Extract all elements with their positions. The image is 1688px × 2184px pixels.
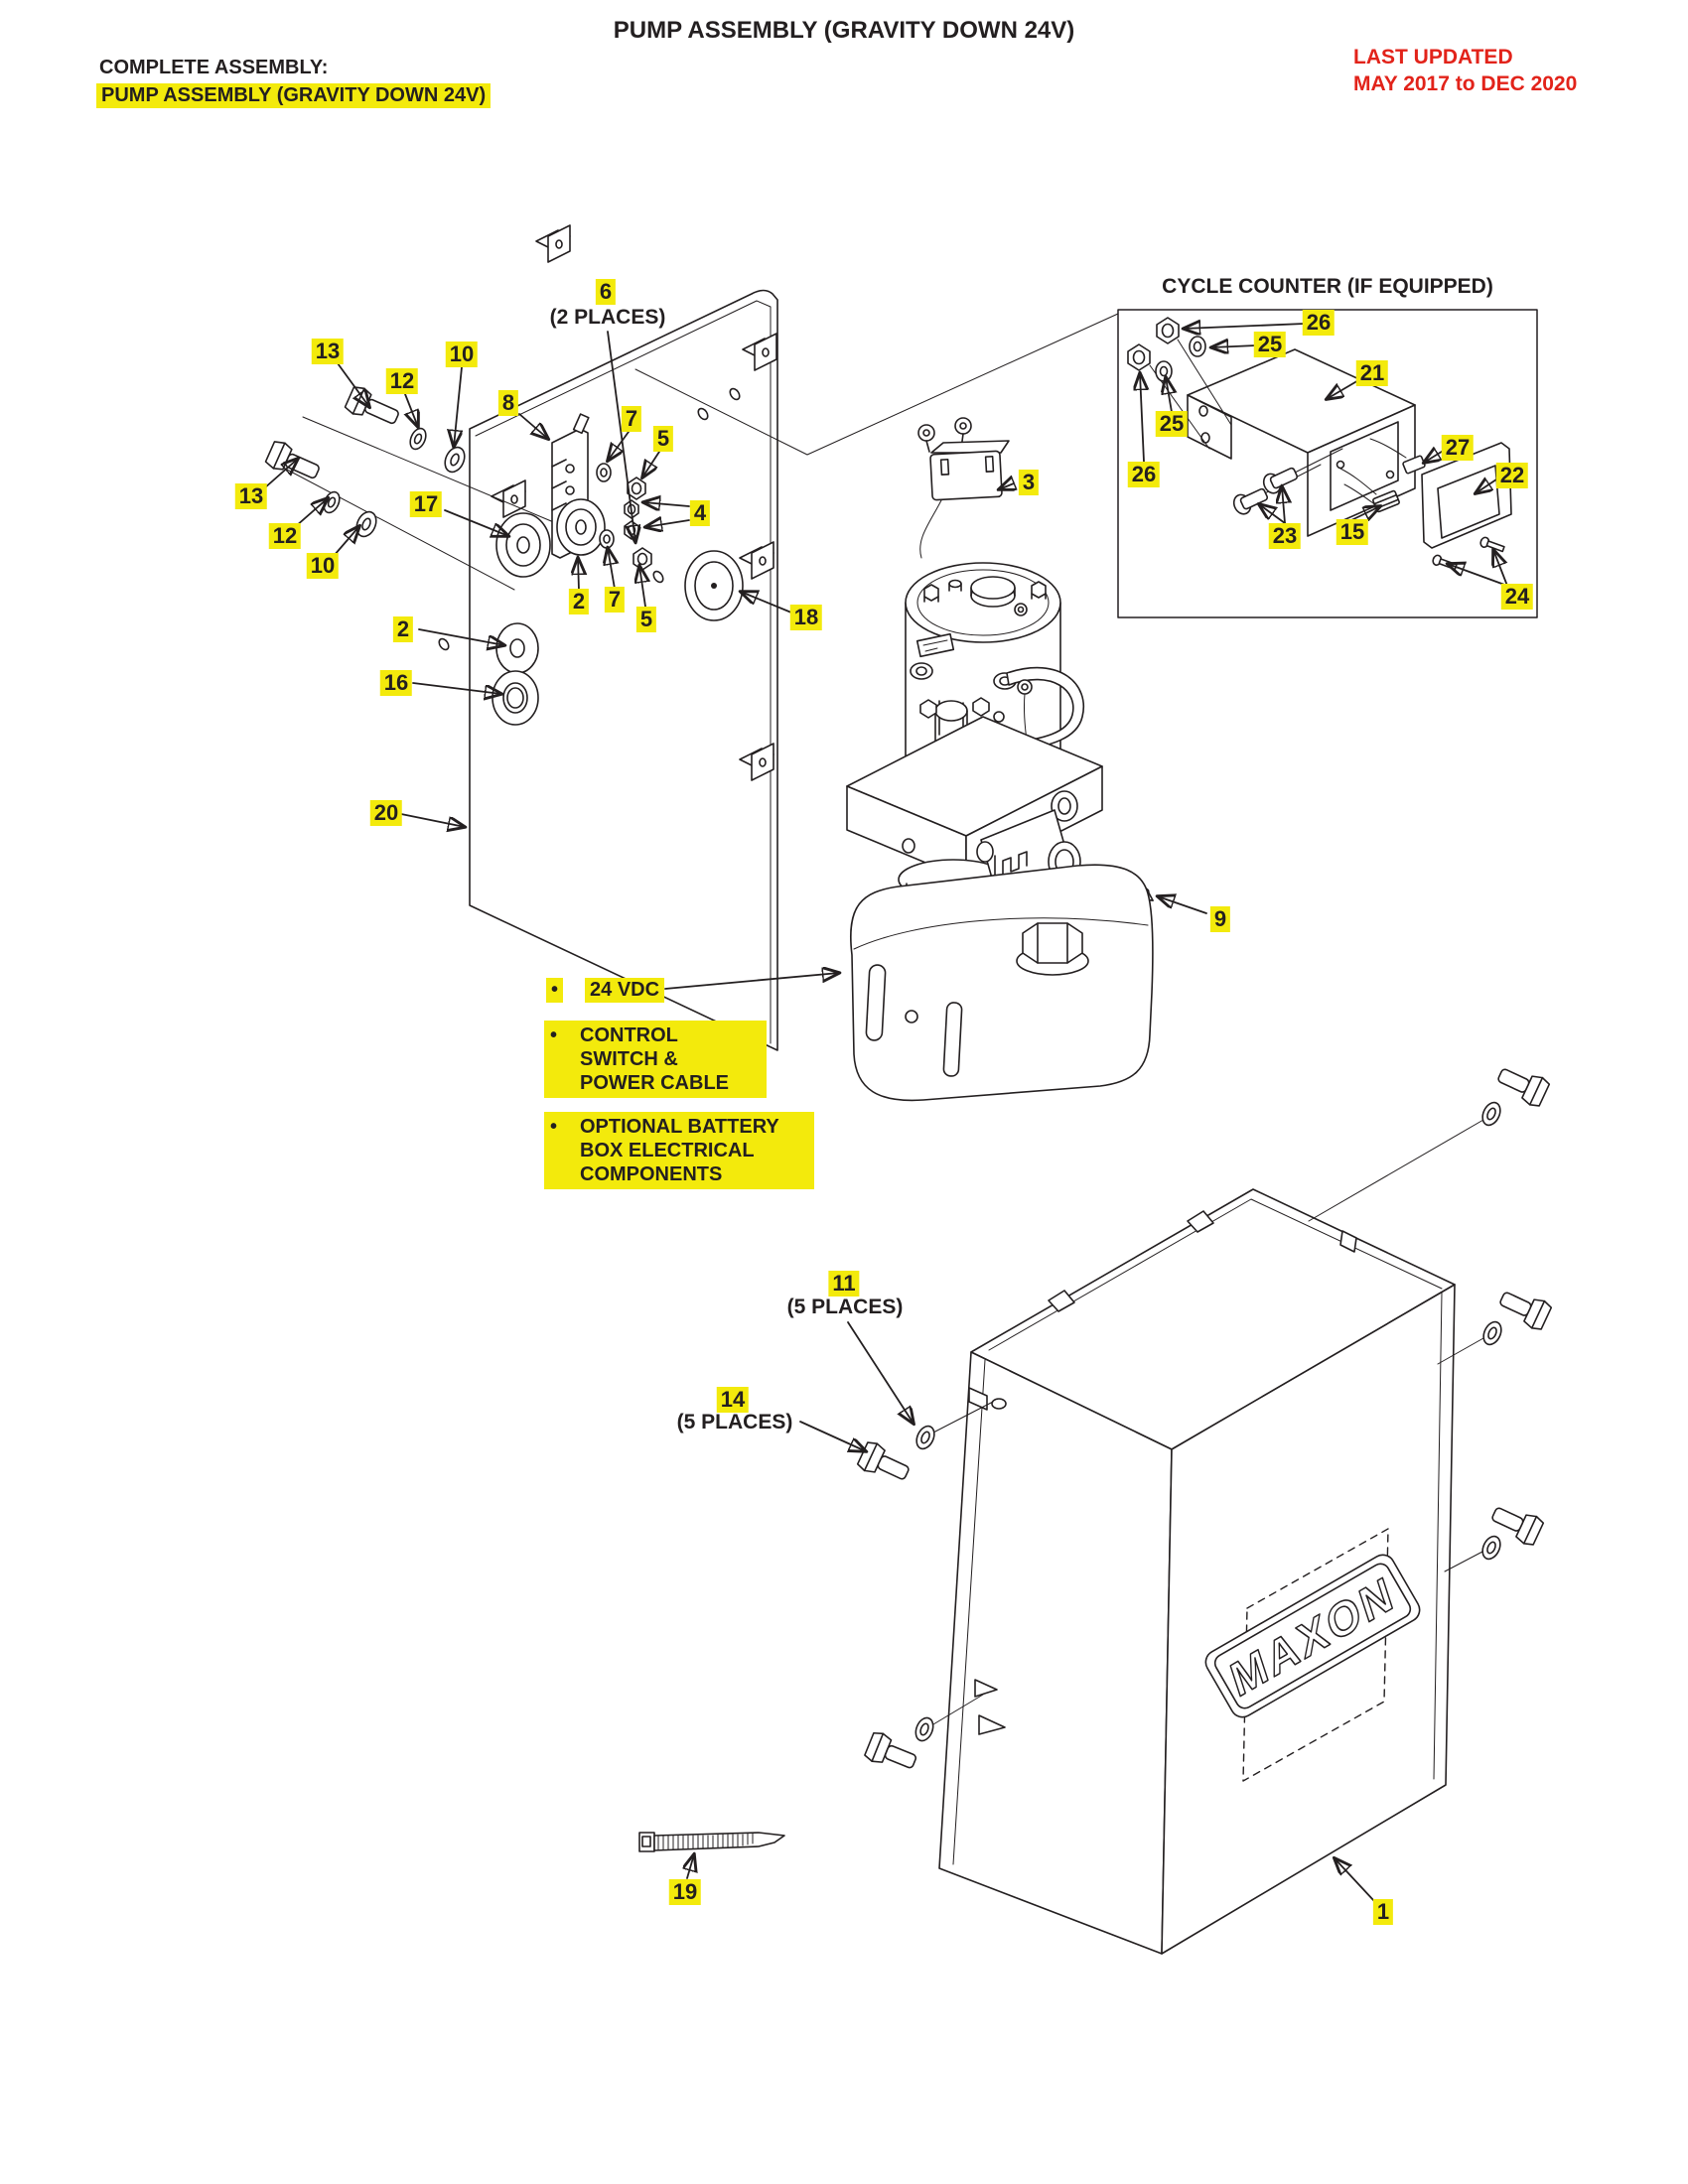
note-line: POWER CABLE [580,1072,729,1094]
hex-nut [624,520,639,540]
callout-18: 18 [789,605,823,630]
callout-9: 9 [1209,906,1231,932]
cover-fasteners [856,1068,1553,1769]
callout-14-note: (5 PLACES) [676,1411,793,1433]
callout-1: 1 [1372,1899,1394,1925]
note-24vdc: • 24 VDC [546,978,665,1003]
hex-bolt [864,1731,917,1769]
callout-11-note: (5 PLACES) [786,1296,904,1318]
callout-23: 23 [1268,523,1302,549]
callout-21: 21 [1355,360,1389,386]
callout-26: 26 [1302,310,1336,336]
callout-19: 19 [668,1879,702,1905]
callout-5: 5 [635,607,657,632]
washer [1481,1535,1501,1561]
callout-16: 16 [379,670,413,696]
callout-15: 15 [1336,519,1369,545]
grommet [495,512,551,578]
last-updated: LAST UPDATED MAY 2017 to DEC 2020 [1353,44,1577,97]
washer [1481,1101,1501,1127]
callout-6-note: (2 PLACES) [549,306,666,329]
note-battery-box: • OPTIONAL BATTERY BOX ELECTRICAL COMPON… [544,1112,814,1189]
complete-assembly-heading: COMPLETE ASSEMBLY: [99,57,329,78]
hex-bolt [856,1441,910,1480]
callout-20: 20 [369,800,403,826]
grommet [556,498,606,556]
note-control-switch: • CONTROL SWITCH & POWER CABLE [544,1021,767,1098]
washer [599,529,615,549]
hex-nut [1156,317,1180,344]
callout-14: 14 [716,1387,750,1413]
note-line: BOX ELECTRICAL [580,1140,755,1161]
washer [355,510,377,538]
hex-nut [1127,343,1151,371]
note-line: CONTROL [580,1024,678,1046]
callout-10: 10 [306,553,340,579]
start-solenoid [917,417,1010,559]
counter-bracket [1187,348,1416,537]
callout-3: 3 [1018,470,1040,495]
plug-disc [684,550,744,621]
callout-8: 8 [497,390,519,416]
callout-2: 2 [392,616,414,642]
reservoir-tank [850,864,1154,1102]
callout-17: 17 [409,491,443,517]
callout-7: 7 [604,587,626,613]
callout-27: 27 [1441,435,1475,461]
fill-plug [1016,922,1089,976]
washer [1155,360,1173,382]
note-line: OPTIONAL BATTERY [580,1116,779,1138]
washer [444,446,466,474]
callout-2: 2 [568,589,590,614]
cycle-counter-title: CYCLE COUNTER (IF EQUIPPED) [1162,275,1493,298]
grommet [495,622,539,674]
callout-12: 12 [268,523,302,549]
grommet [492,670,539,726]
cable-tie [638,1832,785,1852]
callout-12: 12 [385,368,419,394]
note-24vdc-text: 24 VDC [585,978,665,1003]
bullet-icon: • [546,978,564,1003]
callout-25: 25 [1155,411,1189,437]
callout-24: 24 [1500,584,1534,610]
cycle-counter-inset [634,309,1538,618]
hex-nut [627,477,646,500]
last-updated-line1: LAST UPDATED [1353,46,1513,68]
bullet-icon: • [550,1024,558,1046]
last-updated-line2: MAY 2017 to DEC 2020 [1353,72,1578,95]
hex-bolt [1499,1292,1553,1330]
page-title: PUMP ASSEMBLY (GRAVITY DOWN 24V) [613,17,1075,44]
hex-nut [633,547,652,571]
callout-26: 26 [1127,462,1161,487]
washer [409,427,427,451]
hex-bolt [1491,1507,1545,1546]
callout-5: 5 [652,426,674,452]
callout-4: 4 [689,500,711,526]
callout-10: 10 [445,341,479,367]
bullet-icon: • [550,1116,558,1138]
washer [914,1716,934,1742]
cover-box: MAXON [938,1188,1456,1955]
washer [1482,1320,1502,1346]
hex-bolt [1232,487,1269,515]
callout-13: 13 [234,483,268,509]
callout-7: 7 [621,406,642,432]
washer [596,463,612,482]
hex-bolt [1497,1068,1551,1107]
callout-6: 6 [595,279,617,305]
callout-22: 22 [1495,463,1529,488]
washer [915,1425,935,1450]
mounting-plate [438,289,778,1051]
complete-assembly-value: PUMP ASSEMBLY (GRAVITY DOWN 24V) [96,83,492,108]
note-line: SWITCH & [580,1048,678,1070]
leader-lines [263,324,1508,1902]
callout-11: 11 [828,1271,860,1297]
washer [1189,336,1206,357]
callout-13: 13 [311,339,345,364]
complete-assembly-chip: PUMP ASSEMBLY (GRAVITY DOWN 24V) [96,83,492,108]
note-line: COMPONENTS [580,1163,723,1185]
callout-25: 25 [1253,332,1287,357]
